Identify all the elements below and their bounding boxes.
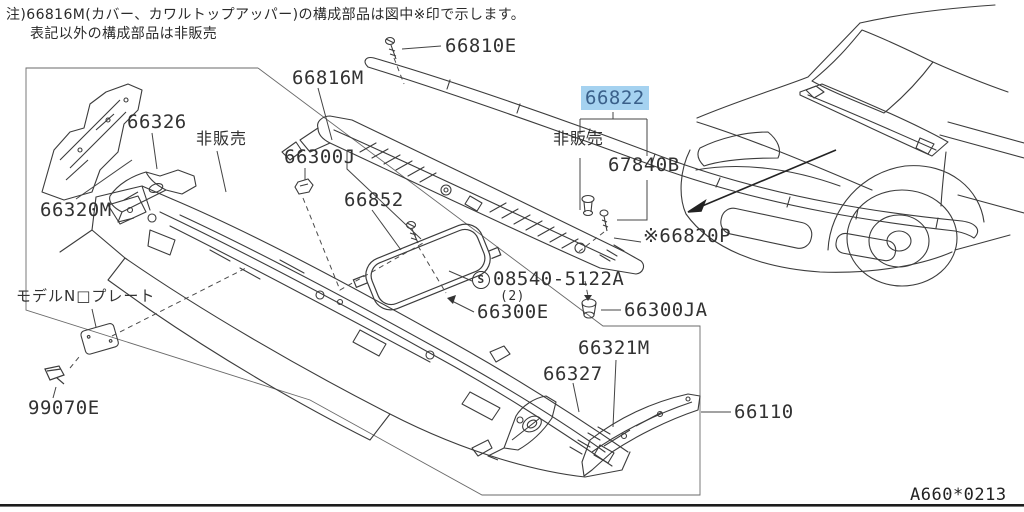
highlighted-part-number[interactable]: 66822 [581,86,649,110]
quantity-label: (2) [500,289,525,304]
part-label-66110: 66110 [734,401,794,423]
not-sold-label-right: 非販売 [553,129,605,148]
part-label-66820p: ※66820P [643,225,732,247]
rail-66321m-drawing [581,393,701,477]
screw-icon-66810e [384,36,397,60]
part-label-66852: 66852 [344,189,404,211]
part-label-66816m: 66816M [292,67,364,89]
part-label-66320m: 66320M [40,199,112,221]
dash-assembly-drawing [59,185,631,478]
model-plate-label: モデルN□プレート [16,287,156,305]
screw-icon-99070e [44,365,65,385]
part-label-66300ja: 66300JA [624,299,708,321]
part-label-66822-highlighted[interactable]: 66822 [581,86,649,110]
cowl-grille-drawing [281,115,645,275]
note-line-1: 注)66816M(カバー、カワルトップアッパー)の構成部品は図中※印で示します。 [6,7,526,23]
grommet-icon-66820p [581,194,595,217]
pointer-arrow-icon [687,149,837,213]
leader-arrowheads [447,295,592,304]
leader-lines [52,45,731,428]
part-label-66300e: 66300E [477,301,549,323]
screw-symbol-icon: S [472,270,490,289]
cowl-strip-drawing [364,57,979,239]
hoodledge-rail-drawing [41,83,143,201]
screw-icon-66820p [599,209,609,232]
bracket-66326-drawing [109,169,197,223]
part-label-66326: 66326 [127,111,187,133]
bracket-66327-drawing [471,345,557,461]
part-label-66300j: 66300J [284,146,356,168]
part-label-99070e: 99070E [28,397,100,419]
part-label-08540-row: S 08540-5122A [472,270,624,289]
footer-rule [0,504,1024,507]
not-sold-label-left: 非販売 [196,129,248,148]
car-illustration [680,4,1024,287]
part-label-66327: 66327 [543,363,603,385]
screw-icon-gasket [405,220,419,244]
part-label-08540-5122a: 08540-5122A [493,268,625,290]
note-line-2: 表記以外の構成部品は非販売 [30,26,218,42]
model-plate-drawing [80,323,119,355]
part-label-66321m: 66321M [578,337,650,359]
diagram-frame [25,67,701,496]
part-label-67840b: 67840B [608,154,680,176]
part-label-66810e: 66810E [445,35,517,57]
dashed-lines [69,57,605,369]
diagram-code: A660*0213 [910,485,1007,505]
clip-icon-66300j [294,178,314,195]
